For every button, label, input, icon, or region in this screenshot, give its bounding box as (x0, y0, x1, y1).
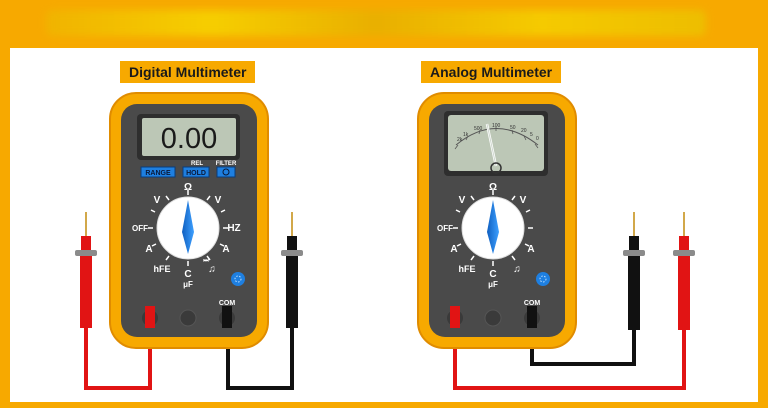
analog-adjust-knob[interactable] (536, 272, 550, 286)
range-button-label: RANGE (145, 170, 171, 177)
range-button[interactable] (140, 166, 176, 178)
aac-label: A (145, 244, 152, 255)
adc-label: A (222, 244, 229, 255)
analog-multimeter-title: Analog Multimeter (421, 61, 562, 83)
diode-icon: ⏭ (203, 258, 209, 264)
black-wire (226, 328, 294, 390)
analog-red-plug (450, 306, 460, 328)
analog-adc-label: A (527, 244, 534, 255)
analog-off-label: OFF (437, 224, 453, 233)
vdc-label: V (154, 195, 161, 206)
vac-label: V (215, 195, 222, 206)
scale-500: 500 (474, 126, 483, 132)
hz-label: HZ (227, 223, 240, 234)
analog-black-plug (527, 306, 537, 328)
dial-pointer (182, 200, 194, 254)
scale-50: 50 (510, 125, 516, 131)
blurred-banner-text (46, 10, 706, 36)
lcd-screen (142, 118, 236, 156)
analog-com-port-label: COM (524, 300, 541, 307)
scale-1k: 1k (463, 132, 469, 138)
scale-2k: 2k (457, 137, 463, 143)
cap-unit-label: μF (183, 280, 193, 289)
analog-dial-pointer (487, 200, 499, 254)
lcd-reading: 0.00 (161, 123, 217, 155)
red-probe (75, 212, 97, 328)
top-banner (0, 0, 768, 48)
filter-label: FILTER (216, 161, 237, 167)
black-probe (281, 212, 303, 328)
analog-vdc-label: V (459, 195, 466, 206)
analog-red-probe (673, 212, 695, 330)
analog-cap-label: C (489, 269, 496, 280)
analog-vac-label: V (520, 195, 527, 206)
red-plug (145, 306, 155, 328)
analog-hfe-label: hFE (459, 264, 476, 274)
digital-multimeter: 0.00 REL FILTER RANGE HOLD (75, 92, 303, 390)
analog-cap-unit-label: μF (488, 280, 498, 289)
cap-label: C (184, 269, 191, 280)
com-port-label: COM (219, 300, 236, 307)
red-wire (84, 328, 152, 390)
adjust-knob[interactable] (231, 272, 245, 286)
hfe-label: hFE (154, 264, 171, 274)
black-plug (222, 306, 232, 328)
ohm-label: Ω (184, 182, 192, 193)
sound-icon: ♫ (208, 264, 216, 275)
digital-multimeter-title: Digital Multimeter (120, 61, 256, 83)
scale-0: 0 (536, 136, 539, 142)
analog-ohm-label: Ω (489, 182, 497, 193)
red-wire-analog (453, 330, 686, 390)
needle-pivot (490, 162, 502, 174)
scale-5: 5 (530, 132, 533, 138)
scale-100: 100 (492, 123, 501, 129)
filter-button[interactable] (216, 166, 236, 178)
analog-multimeter: 2k 1k 500 100 50 20 5 0 (417, 92, 695, 390)
meter-scale-window (448, 115, 544, 171)
hold-button[interactable] (182, 166, 210, 178)
rel-label: REL (191, 161, 203, 167)
analog-black-probe (623, 212, 645, 330)
analog-sound-icon: ♫ (513, 264, 521, 275)
analog-aac-label: A (450, 244, 457, 255)
off-label: OFF (132, 224, 148, 233)
scale-20: 20 (521, 128, 527, 134)
hold-button-label: HOLD (186, 170, 206, 177)
